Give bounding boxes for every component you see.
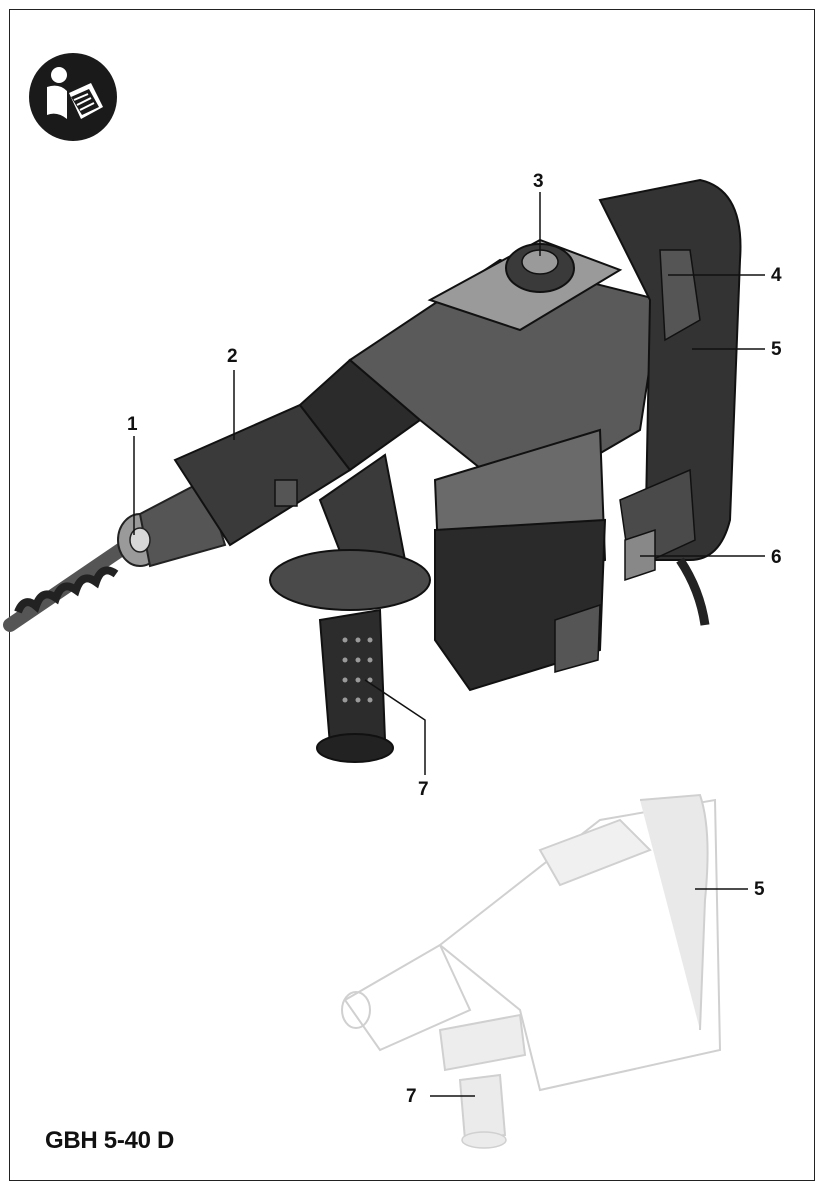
tool-barrel: [173, 358, 422, 547]
tool-chuck: [117, 478, 227, 568]
model-name: GBH 5-40 D: [45, 1127, 175, 1154]
auxiliary-handle: [269, 453, 431, 763]
callout-5: 5: [771, 339, 782, 360]
callout-2: 2: [227, 346, 238, 367]
callout-3: 3: [533, 171, 544, 192]
callout-1: 1: [127, 414, 138, 435]
power-cable: [676, 557, 710, 626]
motor-housing: [433, 428, 607, 692]
mode-selector-switch: [505, 243, 575, 293]
callout-6: 6: [771, 547, 782, 568]
page-frame: [9, 9, 815, 1181]
drill-bit: [3, 533, 142, 632]
callout-5-lower: 5: [754, 879, 765, 900]
callout-7: 7: [418, 779, 429, 800]
leader-lines: [133, 192, 765, 775]
read-manual-icon: [29, 53, 117, 141]
callout-4: 4: [771, 265, 782, 286]
ghost-drill-illustration: [341, 793, 722, 1149]
callout-7-lower: 7: [406, 1086, 417, 1107]
